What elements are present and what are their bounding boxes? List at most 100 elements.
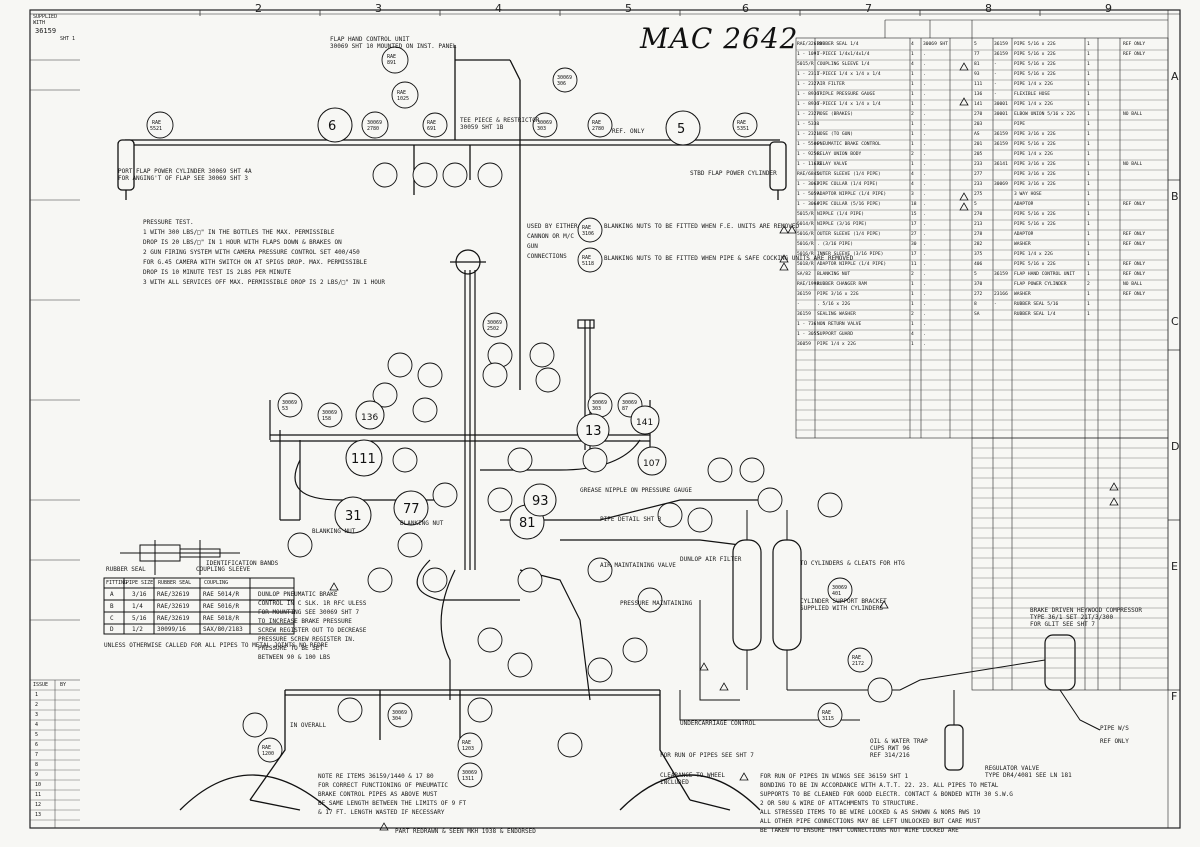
ref-only-label-2: REF ONLY: [1100, 738, 1129, 745]
table-cell: 1 - 1091: [797, 52, 820, 57]
issue-row: 13: [31, 810, 55, 820]
id-row: 5/16: [132, 615, 147, 622]
pipe-ws-label: PIPE W/S: [1100, 725, 1129, 732]
table-cell: 30001: [994, 102, 1008, 107]
svg-text:1203: 1203: [462, 746, 474, 752]
table-cell: -: [994, 92, 997, 97]
left-strip-line: SUPPLIED: [33, 14, 58, 20]
table-cell: 1: [35, 692, 39, 698]
issue-by-header: BY: [60, 682, 67, 688]
sheet-label: SHT 1: [60, 36, 76, 42]
table-cell: PIPE 5/16 x 22G: [1014, 72, 1056, 77]
bubble-111: 111: [351, 452, 376, 467]
table-cell: 1: [1087, 202, 1090, 207]
table-cell: .: [923, 142, 926, 147]
table-cell: RUBBER SEAL 1/4: [817, 42, 859, 47]
bottom-footer: PART REDRAWN & SEEN MKH 1938 & ENDORSED: [395, 828, 536, 835]
table-cell: 272: [974, 292, 983, 297]
zone-letter: D: [1171, 440, 1180, 453]
table-cell: ELBOW UNION 5/16 x 22G: [1014, 112, 1075, 117]
table-cell: 1: [1087, 182, 1090, 187]
undercarriage-label: UNDERCARRIAGE CONTROL: [680, 720, 756, 727]
table-cell: 1 - 5506: [797, 142, 820, 147]
table-cell: .: [923, 322, 926, 327]
svg-text:RAE: RAE: [262, 745, 271, 751]
table-cell: PIPE 5/16 x 22G: [1014, 212, 1056, 217]
table-cell: 1 - 3055: [797, 332, 820, 337]
id-row: RAE/32619: [157, 591, 190, 598]
table-cell: 1 - 736: [797, 322, 817, 327]
table-cell: 4: [911, 42, 914, 47]
table-cell: .: [923, 92, 926, 97]
id-row: RAE/32619: [157, 615, 190, 622]
bubble-81: 81: [519, 516, 536, 531]
table-cell: 1: [1087, 142, 1090, 147]
table-cell: 203: [974, 122, 983, 127]
table-cell: 36159: [797, 312, 811, 317]
table-cell: 1: [911, 82, 914, 87]
table-cell: PIPE 5/16 x 22G: [1014, 142, 1056, 147]
table-cell: 1 - 3064: [797, 202, 820, 207]
svg-text:1025: 1025: [397, 96, 409, 102]
table-cell: .: [923, 312, 926, 317]
svg-text:306: 306: [557, 81, 566, 87]
table-cell: 1: [911, 92, 914, 97]
table-cell: 1: [1087, 302, 1090, 307]
table-cell: 5016/R: [797, 252, 814, 257]
table-cell: COUPLING SLEEVE 1/4: [817, 62, 870, 67]
table-cell: 1: [911, 282, 914, 287]
zone-number: 4: [495, 2, 502, 15]
table-cell: .: [923, 232, 926, 237]
issue-row: 3: [31, 710, 55, 720]
bubble-107: 107: [643, 459, 660, 469]
id-row: RAE 5018/R: [203, 615, 240, 622]
svg-text:3115: 3115: [822, 716, 834, 722]
table-cell: 1 - 5338: [797, 122, 820, 127]
issue-row: 4: [31, 720, 55, 730]
table-cell: 10: [35, 782, 42, 788]
table-cell: -: [994, 302, 997, 307]
svg-text:30069: 30069: [367, 120, 382, 126]
svg-text:5521: 5521: [150, 126, 162, 132]
table-cell: 233: [974, 162, 983, 167]
table-cell: SA: [974, 312, 980, 317]
table-cell: PIPE 3/16 x 22G: [1014, 182, 1056, 187]
air-maintain-label: AIR MAINTAINING VALVE: [600, 562, 676, 569]
table-cell: 1: [911, 162, 914, 167]
table-cell: .: [923, 272, 926, 277]
table-cell: REF ONLY: [1123, 262, 1146, 267]
svg-text:87: 87: [622, 406, 628, 412]
table-cell: 1: [1087, 132, 1090, 137]
table-cell: ADAPTOR: [1014, 202, 1034, 207]
table-cell: RUBBER SEAL 1/4: [1014, 312, 1056, 317]
table-cell: 1: [1087, 112, 1090, 117]
table-cell: .: [923, 62, 926, 67]
table-cell: 375: [974, 252, 983, 257]
note2-line: FOR RUN OF PIPES IN WINGS SEE 36159 SHT …: [760, 773, 909, 780]
table-cell: OUTER SLEEVE (1/4 PIPE): [817, 172, 881, 177]
tee-piece-label-2: 30059 SHT 1B: [460, 124, 504, 131]
table-cell: BLANKING NUT: [817, 272, 851, 277]
table-cell: 5: [35, 732, 39, 738]
table-cell: 1: [911, 102, 914, 107]
table-cell: 13: [35, 812, 42, 818]
table-cell: SUPPORT GUARD: [817, 332, 853, 337]
svg-text:5118: 5118: [582, 261, 594, 267]
svg-text:RAE: RAE: [582, 255, 591, 261]
table-cell: 1: [911, 72, 914, 77]
